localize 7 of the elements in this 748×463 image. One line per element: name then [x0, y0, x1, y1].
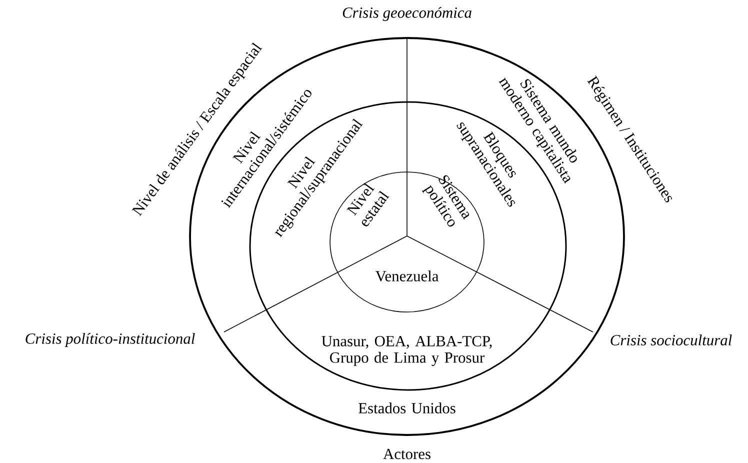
sector-label: Venezuela [375, 270, 439, 282]
crisis-label: Crisis geoeconómica [342, 7, 472, 21]
crisis-label: Crisis sociocultural [610, 334, 732, 346]
crisis-label: Crisis político-institucional [26, 333, 195, 347]
axis-label: Actores [383, 448, 430, 460]
sector-label: Unasur, OEA, ALBA-TCP, Grupo de Lima y Prosur [322, 336, 492, 366]
sector-label: Estados Unidos [358, 402, 456, 414]
